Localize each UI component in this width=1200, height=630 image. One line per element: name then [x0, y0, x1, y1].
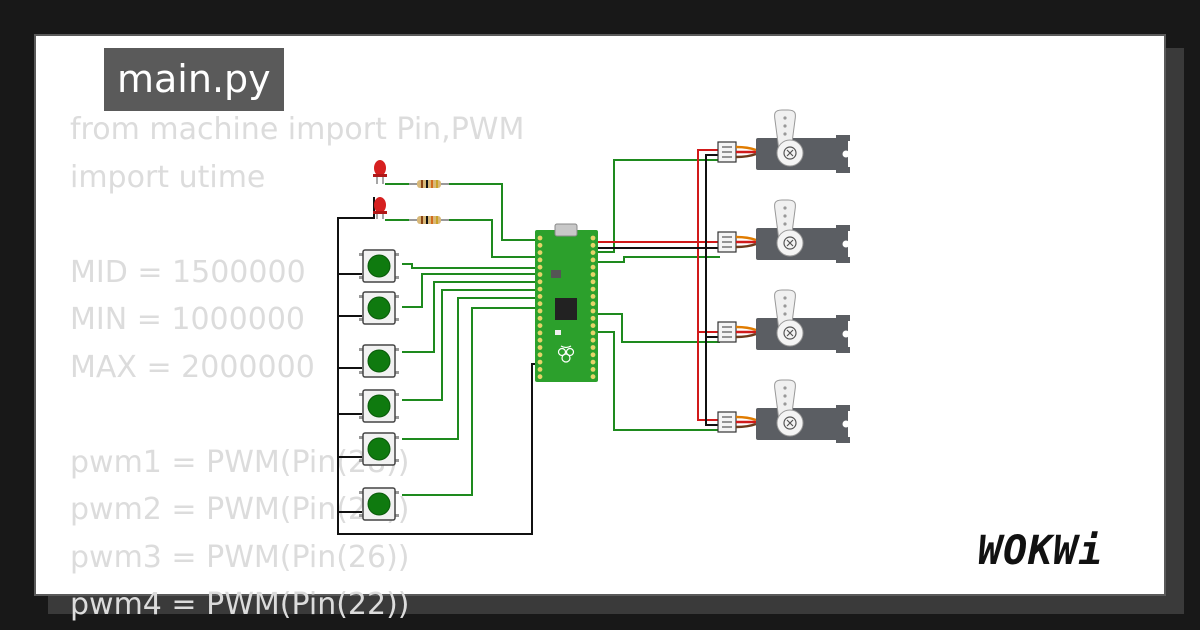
pico-pin	[590, 279, 596, 285]
pico-pin	[537, 323, 543, 328]
pico-pin	[537, 337, 543, 343]
servo-3[interactable]	[717, 289, 850, 353]
pico-pin	[590, 374, 596, 380]
pico-pin	[537, 359, 543, 365]
pico-pin	[537, 250, 543, 255]
file-tab[interactable]: main.py	[104, 48, 284, 111]
pin-header-left	[537, 235, 543, 380]
pico-pin	[537, 264, 543, 270]
servo-2[interactable]	[717, 199, 850, 263]
pico-pin	[590, 330, 596, 336]
rp2040-chip	[555, 298, 577, 320]
pushbutton-3[interactable]	[359, 344, 399, 378]
pico-pin	[590, 315, 596, 321]
resistor-1[interactable]	[409, 180, 449, 188]
pico-pin	[537, 308, 543, 314]
pico-pin	[537, 301, 543, 307]
wire-btn1-pico	[402, 263, 537, 269]
pico-pin	[537, 294, 543, 299]
pico-pin	[590, 367, 596, 372]
wire-servo4-signal	[596, 331, 720, 431]
pico-pin	[537, 345, 543, 350]
code-line: MID = 1500000	[70, 254, 306, 290]
wire-btn4-pico	[402, 289, 537, 401]
pico-pin	[537, 367, 543, 372]
resistor-2[interactable]	[409, 216, 449, 224]
pushbutton-2[interactable]	[359, 291, 399, 325]
wires	[337, 149, 720, 535]
wire-ground-bus	[596, 154, 720, 426]
pushbutton-4[interactable]	[359, 389, 399, 423]
wire-r2-pico	[447, 219, 537, 258]
pico-pin	[590, 345, 596, 350]
wokwi-logo: WOKWi	[978, 528, 1104, 574]
pico-pin	[590, 257, 596, 263]
code-line: pwm3 = PWM(Pin(26))	[70, 539, 410, 575]
pin-header-right	[590, 235, 596, 380]
pico-pin	[590, 286, 596, 292]
wire-led-gnd	[337, 197, 537, 535]
wire-power-bus	[596, 149, 720, 421]
usb-port	[554, 223, 578, 237]
pushbutton-1[interactable]	[359, 249, 399, 283]
pico-pin	[590, 250, 596, 255]
code-line: MIN = 1000000	[70, 302, 305, 337]
pico-pin	[590, 337, 596, 343]
servo-1[interactable]	[717, 109, 850, 173]
servo-4[interactable]	[717, 379, 850, 443]
led-1[interactable]	[373, 160, 387, 184]
pico-pin	[590, 352, 596, 358]
pico-pin	[590, 242, 596, 248]
pico-pin	[590, 359, 596, 365]
code-line: from machine import Pin,PWM	[70, 112, 525, 147]
pico-pin	[537, 352, 543, 358]
code-line: MAX = 2000000	[70, 349, 315, 385]
pico-pin	[590, 294, 596, 299]
circuit-diagram	[337, 109, 850, 535]
raspberry-logo-icon	[557, 345, 575, 363]
code-line: pwm4 = PWM(Pin(22))	[70, 587, 410, 622]
pico-pin	[537, 286, 543, 292]
pico-pin	[590, 272, 596, 277]
wire-btn3-pico	[402, 281, 537, 353]
wire-btn5-pico	[402, 297, 537, 440]
code-line: import utime	[70, 159, 266, 195]
pico-pin	[537, 242, 543, 248]
pushbutton-6[interactable]	[359, 487, 399, 521]
pico-pin	[590, 264, 596, 270]
wire-servo3-signal	[596, 313, 720, 343]
pico-pin	[590, 235, 596, 241]
pico-pin	[537, 272, 543, 277]
pico-pin	[537, 330, 543, 336]
led-2[interactable]	[373, 197, 387, 219]
raspberry-pi-pico-board[interactable]	[535, 223, 598, 382]
pico-pin	[590, 323, 596, 328]
pico-pin	[590, 301, 596, 307]
pico-pin	[537, 374, 543, 380]
wire-btn6-pico	[402, 307, 537, 496]
pushbutton-5[interactable]	[359, 432, 399, 466]
pico-pin	[537, 235, 543, 241]
wire-servo1-signal	[596, 159, 720, 253]
wire-r1-pico	[447, 183, 537, 241]
wire-btn2-pico	[402, 273, 537, 308]
pico-pin	[537, 279, 543, 285]
wire-servo2-signal	[596, 256, 720, 263]
pico-pin	[537, 257, 543, 263]
pico-pin	[537, 315, 543, 321]
pico-pin	[590, 308, 596, 314]
